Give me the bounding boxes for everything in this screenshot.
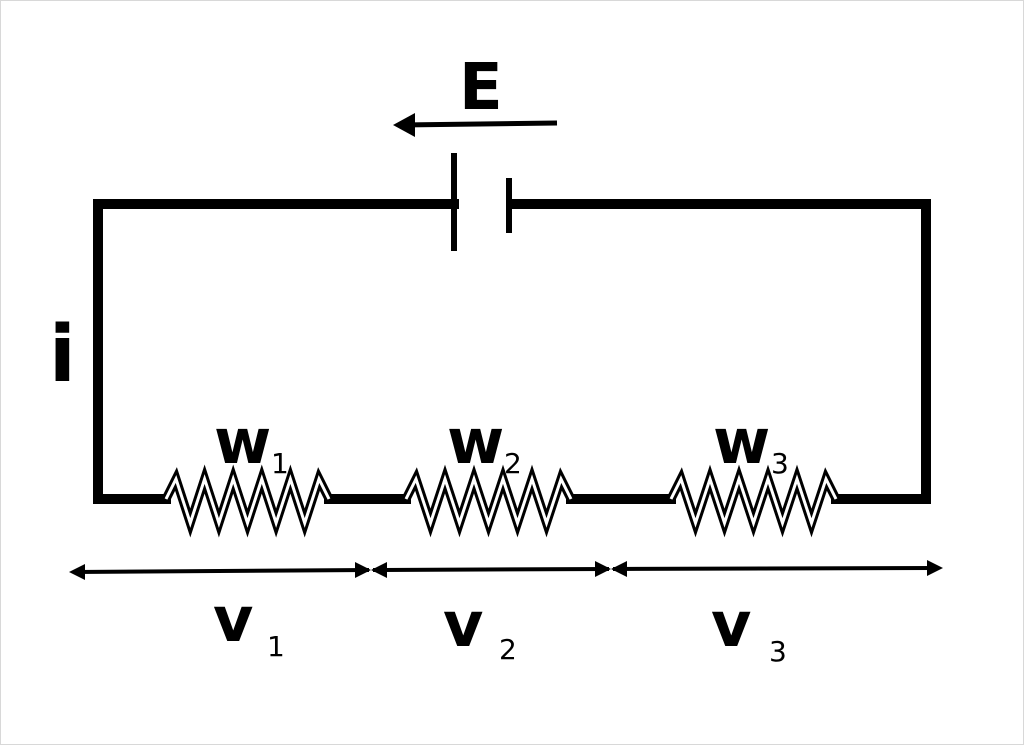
resistor-2-subscript: 2 (504, 447, 522, 480)
arrowhead (371, 562, 387, 578)
current-label: i (49, 310, 76, 400)
voltage-2-subscript: 2 (499, 633, 517, 666)
emf-arrow-line (400, 120, 558, 128)
voltage-3-subscript: 3 (769, 635, 787, 668)
voltage-2-arrow (372, 567, 610, 572)
arrowhead (611, 561, 627, 577)
voltage-3-label: v (711, 588, 751, 661)
arrowhead (355, 562, 371, 578)
wire-left-top (93, 199, 459, 504)
resistor-zigzag (161, 464, 334, 538)
arrowhead (69, 564, 85, 580)
resistor-2 (401, 464, 576, 538)
voltage-1-arrow (74, 568, 370, 574)
voltage-arrowheads (69, 560, 943, 580)
voltage-2-label: v (443, 588, 483, 661)
resistor-zigzag (164, 474, 331, 528)
resistor-3-subscript: 3 (771, 447, 789, 480)
resistor-zigzag (404, 474, 573, 528)
resistor-1-label: w (214, 405, 271, 478)
arrowhead (927, 560, 943, 576)
voltage-arrows (74, 566, 938, 574)
resistor-zigzag (669, 474, 838, 528)
resistor-2-label: w (447, 405, 504, 478)
voltage-1-label: v (213, 583, 253, 656)
resistor-3 (666, 464, 841, 538)
resistor-zigzag (666, 464, 841, 538)
resistor-3-label: w (713, 405, 770, 478)
arrowhead (595, 561, 611, 577)
resistor-1 (161, 464, 334, 538)
resistor-1-subscript: 1 (271, 447, 289, 480)
wire-right-top (506, 199, 931, 504)
emf-arrowhead (393, 113, 415, 137)
voltage-1-subscript: 1 (267, 630, 285, 663)
emf-label: E (459, 51, 503, 125)
voltage-3-arrow (612, 566, 938, 571)
circuit-wires (93, 199, 931, 504)
resistor-zigzag (401, 464, 576, 538)
